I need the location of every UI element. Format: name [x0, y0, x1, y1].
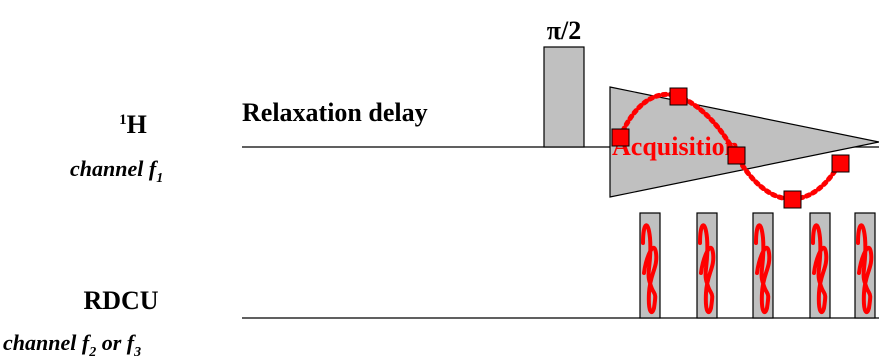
sample-point-marker	[831, 154, 850, 173]
rf-burst-group	[639, 212, 876, 319]
rf-burst	[809, 212, 831, 319]
acquisition-label: Acquisition	[612, 132, 740, 161]
rf-burst	[854, 212, 876, 319]
channel2-label: channel f2 or f3	[3, 330, 141, 358]
channel1-label: channel f1	[70, 156, 163, 186]
rf-burst	[639, 212, 661, 319]
channel2-name: RDCU	[83, 286, 158, 315]
sample-point-marker	[669, 87, 688, 106]
rf-burst	[696, 212, 718, 319]
sample-point-marker	[783, 190, 802, 209]
rf-burst	[752, 212, 774, 319]
sample-point-marker	[727, 146, 746, 165]
pulse-label: π/2	[547, 16, 581, 45]
pi-half-pulse-block	[543, 46, 585, 148]
relaxation-delay-label: Relaxation delay	[242, 98, 428, 127]
channel1-nucleus: 1H	[119, 110, 147, 139]
sample-point-marker	[611, 128, 630, 147]
